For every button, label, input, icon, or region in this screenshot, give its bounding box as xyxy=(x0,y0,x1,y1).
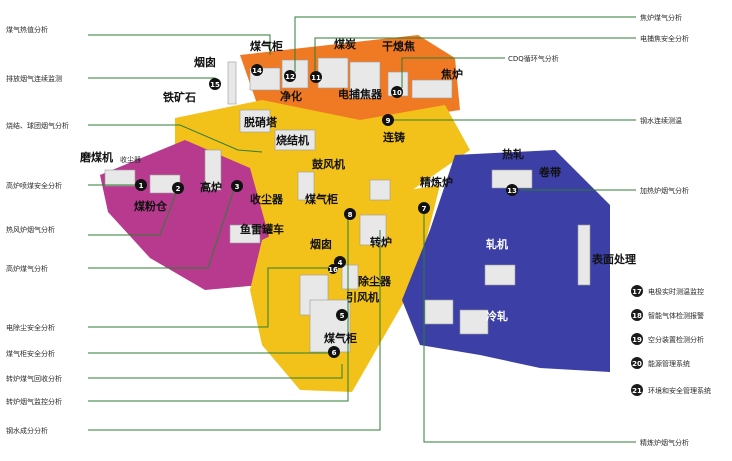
zone-label: 磨煤机 xyxy=(79,150,113,164)
marker-number: 13 xyxy=(507,187,517,195)
right-label: 钢水连续测温 xyxy=(640,116,682,125)
right-label: 焦炉煤气分析 xyxy=(640,13,682,22)
zone-label: 热轧 xyxy=(502,147,524,161)
zone-label: 表面处理 xyxy=(591,252,636,266)
marker-number: 1 xyxy=(139,182,144,190)
zone-label: 鼓风机 xyxy=(312,157,345,171)
legend-text: 能源管理系统 xyxy=(648,359,690,368)
legend-text: 电极实时测温监控 xyxy=(648,287,704,296)
marker-number: 16 xyxy=(328,266,338,274)
marker-number: 11 xyxy=(311,74,321,82)
zone-label: 高炉 xyxy=(200,180,222,194)
zone-label: 卷带 xyxy=(538,165,561,179)
zone-label: 转炉 xyxy=(370,235,392,249)
zone-label: 净化 xyxy=(280,89,302,103)
zone-label: 精炼炉 xyxy=(420,175,453,189)
legend: 17 电极实时测温监控 18 智能气体检测报警 19 空分装置检测分析 20 能… xyxy=(631,285,711,396)
legend-text: 空分装置检测分析 xyxy=(648,335,704,344)
left-label: 电除尘安全分析 xyxy=(6,323,55,332)
zone-label: 收尘器 xyxy=(120,155,141,164)
legend-marker xyxy=(631,357,643,369)
right-labels: 焦炉煤气分析 电捕焦安全分析 CDQ循环气分析 钢水连续测温 加热炉烟气分析 精… xyxy=(508,13,689,447)
legend-marker xyxy=(631,384,643,396)
left-label: 高炉煤气分析 xyxy=(6,264,48,273)
left-label: 排放烟气连续监测 xyxy=(6,74,62,83)
zone-label: 电捕焦器 xyxy=(338,87,383,101)
legend-marker xyxy=(631,309,643,321)
blast-furnace-zone xyxy=(100,140,270,290)
zone-label: 铁矿石 xyxy=(163,90,196,104)
numbered-markers: 1 2 3 4 5 6 7 8 9 10 11 12 13 14 15 16 xyxy=(135,64,518,358)
zone-label: 收尘器 xyxy=(250,192,284,206)
equipment-graphics xyxy=(104,57,591,353)
marker-number: 6 xyxy=(332,349,337,357)
zone-label: 干熄焦 xyxy=(382,39,415,53)
right-label: 电捕焦安全分析 xyxy=(640,34,689,43)
zone-label: 连铸 xyxy=(383,130,405,144)
zone-label: 煤气柜 xyxy=(250,39,283,53)
zone-label: 鱼雷罐车 xyxy=(240,222,284,236)
zone-label: 烧结机 xyxy=(276,133,309,147)
right-label: CDQ循环气分析 xyxy=(508,54,559,63)
marker-number: 5 xyxy=(340,312,345,320)
left-label: 热风炉烟气分析 xyxy=(6,225,55,234)
right-label: 加热炉烟气分析 xyxy=(640,186,689,195)
left-label: 转炉煤气回收分析 xyxy=(6,374,62,383)
legend-number: 17 xyxy=(632,288,642,296)
left-labels: 煤气热值分析 排放烟气连续监测 烧结、球团烟气分析 高炉喷煤安全分析 热风炉烟气… xyxy=(6,25,69,435)
legend-text: 智能气体检测报警 xyxy=(648,311,704,320)
legend-text: 环境和安全管理系统 xyxy=(648,386,711,395)
left-label: 转炉烟气监控分析 xyxy=(6,397,62,406)
zone-label: 脱硝塔 xyxy=(244,115,278,129)
marker-number: 4 xyxy=(338,259,343,267)
marker-number: 9 xyxy=(386,117,391,125)
legend-number: 20 xyxy=(632,360,642,368)
marker-number: 8 xyxy=(348,211,353,219)
marker-number: 15 xyxy=(210,81,220,89)
zone-label: 轧机 xyxy=(486,237,508,251)
zone-label: 烟囱 xyxy=(310,237,332,251)
left-label: 煤气柜安全分析 xyxy=(6,349,55,358)
marker-number: 3 xyxy=(235,183,240,191)
marker-number: 10 xyxy=(392,89,402,97)
leader-lines xyxy=(88,16,636,443)
zone-label: 引风机 xyxy=(346,290,379,304)
zone-label: 冷轧 xyxy=(486,309,508,323)
legend-marker xyxy=(631,333,643,345)
zone-label: 煤气柜 xyxy=(324,331,357,345)
marker-number: 12 xyxy=(285,73,295,81)
legend-number: 18 xyxy=(632,312,642,320)
left-label: 烧结、球团烟气分析 xyxy=(6,121,69,130)
zone-label: 焦炉 xyxy=(440,67,463,81)
left-label: 钢水成分分析 xyxy=(6,426,48,435)
legend-marker xyxy=(631,285,643,297)
zone-label: 煤气柜 xyxy=(305,192,338,206)
zone-label: 烟囱 xyxy=(194,55,216,69)
marker-number: 2 xyxy=(176,185,181,193)
rolling-zone xyxy=(402,150,610,372)
marker-number: 14 xyxy=(252,67,262,75)
zone-label: 除尘器 xyxy=(358,274,392,288)
left-label: 高炉喷煤安全分析 xyxy=(6,181,62,190)
zone-label: 煤粉仓 xyxy=(134,199,168,213)
legend-number: 19 xyxy=(632,336,642,344)
marker-number: 7 xyxy=(422,205,427,213)
legend-number: 21 xyxy=(632,387,642,395)
zone-labels: 烟囱 煤气柜 煤炭 干熄焦 净化 电捕焦器 焦炉 铁矿石 脱硝塔 烧结机 连铸 … xyxy=(79,37,636,345)
zone-label: 煤炭 xyxy=(334,37,356,51)
right-label: 精炼炉烟气分析 xyxy=(640,438,689,447)
left-label: 煤气热值分析 xyxy=(6,25,48,34)
